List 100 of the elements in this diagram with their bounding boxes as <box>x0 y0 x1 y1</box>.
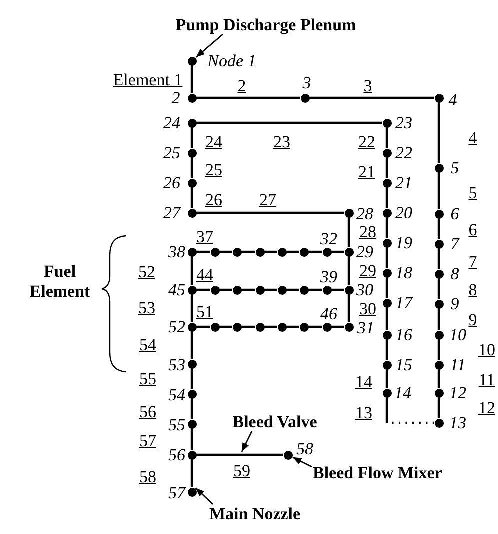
edge-label: 6 <box>468 222 478 238</box>
node-dot <box>434 240 444 248</box>
edge-label: Element 1 <box>113 72 183 88</box>
node-label: 6 <box>450 206 460 222</box>
node-dot <box>188 488 196 496</box>
connector-line <box>286 288 300 292</box>
node-dot <box>300 286 308 294</box>
edge-label: 11 <box>478 372 496 388</box>
connector-line <box>190 294 194 322</box>
edge-label: 13 <box>356 404 372 422</box>
node-dot <box>300 94 310 102</box>
edge-label: 59 <box>234 462 250 480</box>
connector-line <box>332 326 344 328</box>
edge-label: 52 <box>138 264 156 280</box>
callout-label: Bleed Valve <box>232 414 318 430</box>
callout-label: Pump Discharge Plenum <box>176 16 356 34</box>
connector-line <box>196 122 382 124</box>
node-label: 14 <box>394 384 412 402</box>
node-label: 54 <box>168 386 186 404</box>
edge-label: 37 <box>196 228 214 246</box>
leader-arrow <box>241 431 253 452</box>
connector-line <box>196 96 300 100</box>
connector-line <box>332 250 344 254</box>
node-dot <box>382 118 392 128</box>
node-label: Node 1 <box>208 52 256 70</box>
node-label: 58 <box>296 440 314 458</box>
node-dot <box>382 360 392 370</box>
connector-line <box>242 288 256 292</box>
node-dot <box>382 330 392 340</box>
node-dot <box>188 360 196 368</box>
node-label: 28 <box>356 206 374 222</box>
edge-label: 21 <box>358 164 376 180</box>
node-label: 45 <box>168 282 186 298</box>
edge-label: 3 <box>364 78 372 94</box>
connector-line <box>190 66 194 94</box>
node-label: 26 <box>164 174 180 192</box>
node-dot <box>188 286 196 294</box>
connector-line <box>438 172 440 210</box>
edge-label: 24 <box>206 134 222 150</box>
connector-line <box>438 398 440 418</box>
connector-line <box>196 212 344 214</box>
node-label: 29 <box>356 244 374 260</box>
connector-line <box>438 308 440 330</box>
edge-label: 12 <box>478 400 496 416</box>
edge-label: 28 <box>360 224 376 240</box>
edge-label: 27 <box>260 192 276 208</box>
node-dot <box>210 322 220 332</box>
node-label: 55 <box>168 416 186 434</box>
node-dot <box>344 208 354 218</box>
node-label: 27 <box>164 204 180 222</box>
connector-line <box>196 326 210 328</box>
connector-line <box>438 248 440 270</box>
callout-label: Main Nozzle <box>209 506 301 522</box>
brace-label: Fuel Element <box>28 262 92 302</box>
node-dot <box>434 388 444 398</box>
node-label: 30 <box>356 282 374 298</box>
connector-line <box>190 158 194 178</box>
node-dot <box>278 248 286 256</box>
edge-label: 22 <box>358 134 376 150</box>
connector-line <box>286 326 300 328</box>
node-dot <box>382 148 392 158</box>
connector-line <box>386 398 434 424</box>
connector-line <box>438 340 440 360</box>
connector-line <box>386 340 388 360</box>
connector-line <box>308 288 322 292</box>
connector-line <box>308 250 322 254</box>
node-dot <box>188 390 196 398</box>
node-dot <box>188 56 196 66</box>
node-label: 16 <box>396 326 412 344</box>
node-label: 31 <box>358 320 374 336</box>
edge-label: 10 <box>478 342 496 358</box>
node-label: 9 <box>450 296 460 312</box>
node-label: 24 <box>164 114 180 132</box>
node-label: 17 <box>396 294 412 312</box>
edge-label: 8 <box>468 282 478 298</box>
leader-arrow <box>292 456 312 468</box>
node-label: 21 <box>396 174 412 192</box>
node-dot <box>382 178 392 188</box>
node-label: 20 <box>396 204 412 222</box>
callout-label: Bleed Flow Mixer <box>313 464 442 482</box>
edge-label: 25 <box>206 162 222 178</box>
node-label: 13 <box>450 414 466 432</box>
node-label: 11 <box>450 356 466 374</box>
node-dot <box>188 178 196 188</box>
node-dot <box>256 248 264 256</box>
connector-line <box>308 326 322 328</box>
connector-line <box>386 248 388 268</box>
connector-line <box>438 102 440 164</box>
node-label: 3 <box>302 74 312 92</box>
connector-line <box>386 188 388 208</box>
node-label: 10 <box>450 326 466 344</box>
connector-line <box>438 370 440 388</box>
node-dot <box>284 450 292 460</box>
node-label: 46 <box>320 306 338 322</box>
connector-line <box>386 278 388 298</box>
node-dot <box>256 322 264 332</box>
node-dot <box>434 360 444 370</box>
leader-arrow <box>195 488 214 505</box>
edge-label: 30 <box>360 300 376 318</box>
node-label: 53 <box>168 356 186 374</box>
